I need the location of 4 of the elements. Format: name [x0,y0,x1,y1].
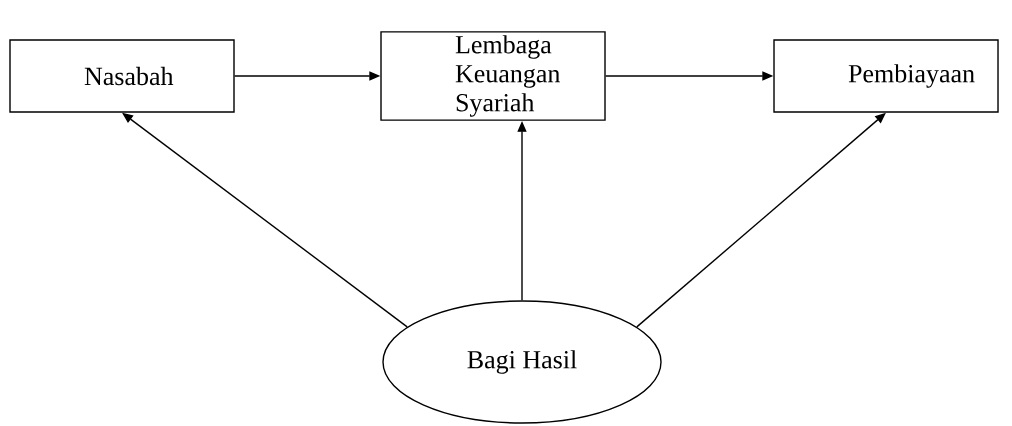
process-box: Pembiayaan [773,39,999,113]
process-box: Lembaga Keuangan Syariah [380,31,606,121]
process-box: Nasabah [9,39,235,113]
ellipse-node: Bagi Hasil [382,300,662,424]
